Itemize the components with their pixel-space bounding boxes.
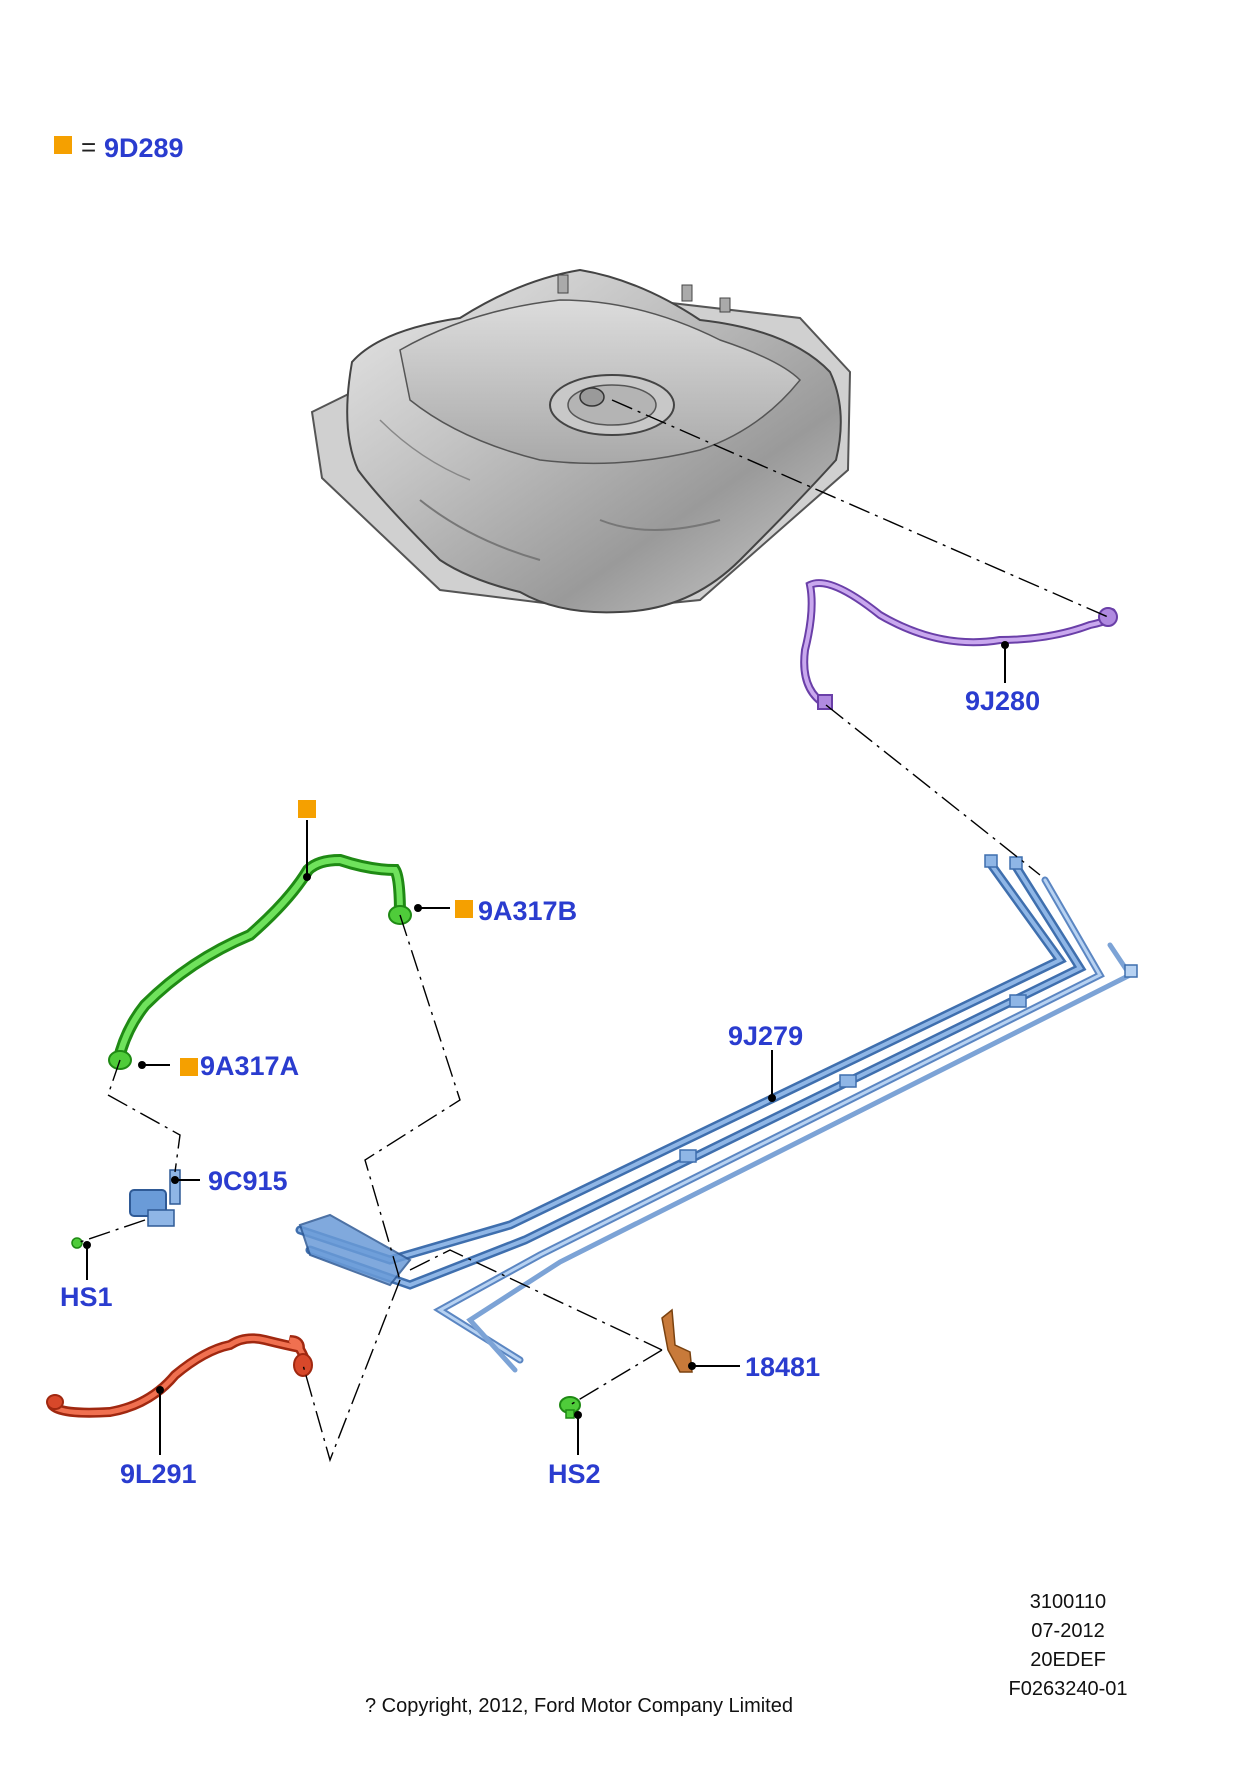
filler-vent-tube-9l291 [46,1333,313,1418]
label-9c915: 9C915 [208,1166,288,1196]
label-9a317b: 9A317B [478,896,577,926]
footer-ref-4: F0263240-01 [1009,1678,1128,1700]
legend-code-label: 9D289 [104,133,184,163]
fuel-tank [310,268,852,614]
label-18481: 18481 [745,1352,820,1382]
leader-lines [83,641,1009,1455]
bracket-18481 [661,1308,693,1373]
vapour-tube-9a317 [108,853,412,1070]
fuel-line-9j280 [800,579,1118,710]
valve-9c915 [129,1169,181,1227]
label-9j279: 9J279 [728,1021,803,1051]
footer-copyright: ? Copyright, 2012, Ford Motor Company Li… [365,1695,793,1717]
footer-ref-2: 07-2012 [1031,1620,1104,1642]
marker-9d289-top [298,800,316,818]
label-hs2: HS2 [548,1459,601,1489]
marker-9d289-9a317b [455,900,473,918]
footer-ref-1: 3100110 [1030,1591,1106,1613]
label-9j280: 9J280 [965,686,1040,716]
label-hs1: HS1 [60,1282,113,1312]
screw-hs2 [559,1396,581,1419]
screw-hs1 [71,1237,83,1249]
footer-ref-3: 20EDEF [1030,1649,1106,1671]
label-9a317a: 9A317A [200,1051,299,1081]
marker-9d289-9a317a [180,1058,198,1076]
label-9l291: 9L291 [120,1459,197,1489]
legend-equals: = [81,132,96,162]
assembly-centerlines [76,399,1109,1463]
fuel-lines-9j279 [295,854,1138,1373]
legend-marker-square [54,136,72,154]
